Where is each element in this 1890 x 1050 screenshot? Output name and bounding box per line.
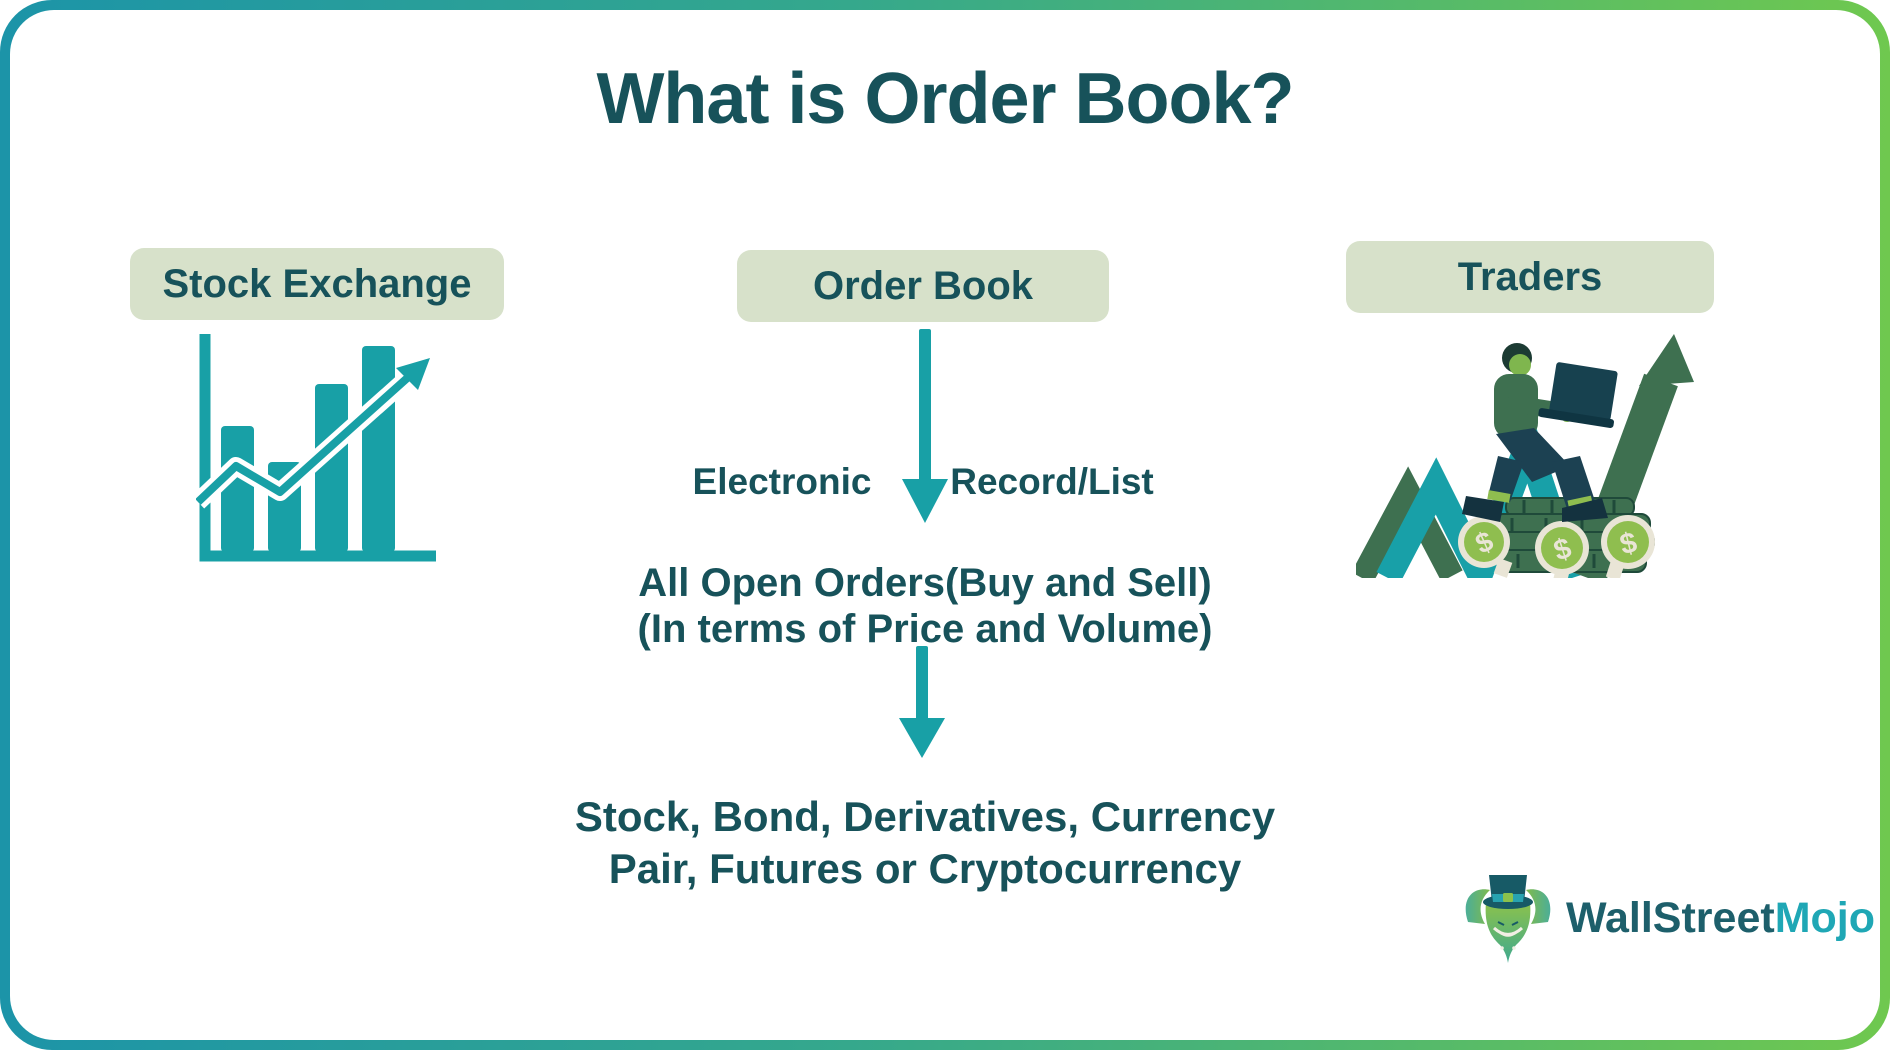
wallstreetmojo-logo: WallStreetMojo bbox=[1458, 868, 1875, 968]
svg-text:$: $ bbox=[1617, 526, 1640, 561]
down-arrow-icon bbox=[902, 329, 948, 523]
stock-exchange-label: Stock Exchange bbox=[162, 261, 472, 306]
stock-exchange-badge: Stock Exchange bbox=[130, 248, 504, 320]
logo-text-mojo: Mojo bbox=[1774, 893, 1875, 942]
trader-on-coins-illustration: $ $ $ bbox=[1356, 334, 1694, 578]
traders-label: Traders bbox=[1457, 254, 1603, 299]
record-list-note: Record/List bbox=[950, 461, 1154, 502]
logo-text-wallstreet: WallStreet bbox=[1566, 893, 1775, 942]
page-title: What is Order Book? bbox=[596, 59, 1294, 139]
logo-wordmark: WallStreetMojo bbox=[1566, 894, 1875, 943]
electronic-note: Electronic bbox=[692, 461, 872, 502]
open-orders-line2: (In terms of Price and Volume) bbox=[637, 607, 1213, 651]
instruments-line2: Pair, Futures or Cryptocurrency bbox=[608, 845, 1242, 892]
wallstreetmojo-bull-icon bbox=[1465, 875, 1551, 963]
open-orders-line1: All Open Orders(Buy and Sell) bbox=[638, 561, 1212, 605]
order-book-label: Order Book bbox=[812, 263, 1034, 308]
instruments-line1: Stock, Bond, Derivatives, Currency bbox=[574, 793, 1276, 840]
bar-chart-growth-icon bbox=[196, 334, 436, 562]
open-orders-text: All Open Orders(Buy and Sell) (In terms … bbox=[545, 560, 1305, 652]
instruments-text: Stock, Bond, Derivatives, Currency Pair,… bbox=[520, 791, 1330, 895]
traders-badge: Traders bbox=[1346, 241, 1714, 313]
order-book-badge: Order Book bbox=[737, 250, 1109, 322]
down-arrow-icon bbox=[899, 646, 945, 758]
